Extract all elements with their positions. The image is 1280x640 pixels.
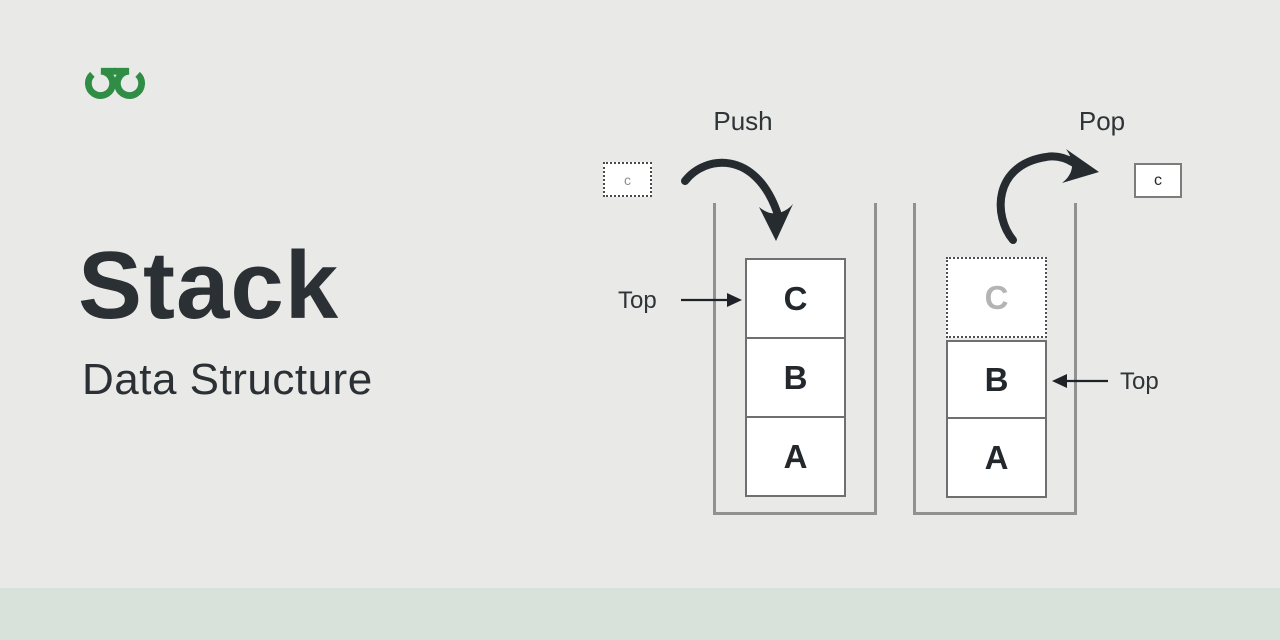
push-incoming-item-value: c [624, 171, 631, 188]
push-operation-label: Push [713, 106, 773, 136]
push-stack-container [713, 203, 877, 515]
geeksforgeeks-logo-icon [85, 67, 145, 99]
pop-stack-cell-a-value: A [984, 438, 1009, 476]
pop-stack-removing-cell-value: C [984, 278, 1009, 316]
pop-arrow-head-icon [1062, 149, 1099, 183]
pop-stack-cell-a: A [946, 417, 1047, 498]
pop-stack-cell-b-value: B [984, 360, 1009, 398]
push-stack-cell-a-value: A [783, 437, 808, 475]
push-stack-cell-c: C [745, 258, 846, 339]
pop-result-item-box: c [1134, 163, 1182, 198]
push-stack-cell-b: B [745, 337, 846, 418]
page-subtitle: Data Structure [82, 355, 373, 404]
pop-result-item-value: c [1154, 171, 1162, 189]
footer-accent-strip [0, 588, 1280, 640]
pop-operation-label: Pop [1078, 106, 1126, 136]
push-top-pointer-label: Top [618, 287, 657, 314]
logo-right-g [114, 67, 145, 99]
page-title: Stack [78, 232, 340, 339]
pop-stack-removing-cell: C [946, 257, 1047, 338]
push-stack-cell-a: A [745, 416, 846, 497]
push-stack-cell-b-value: B [783, 358, 808, 396]
logo-left-g [85, 67, 116, 99]
push-stack-cell-c-value: C [783, 279, 808, 317]
pop-top-pointer-label: Top [1120, 368, 1159, 395]
pop-stack-container [913, 203, 1077, 515]
push-incoming-item-box: c [603, 162, 652, 197]
pop-stack-cell-b: B [946, 340, 1047, 419]
